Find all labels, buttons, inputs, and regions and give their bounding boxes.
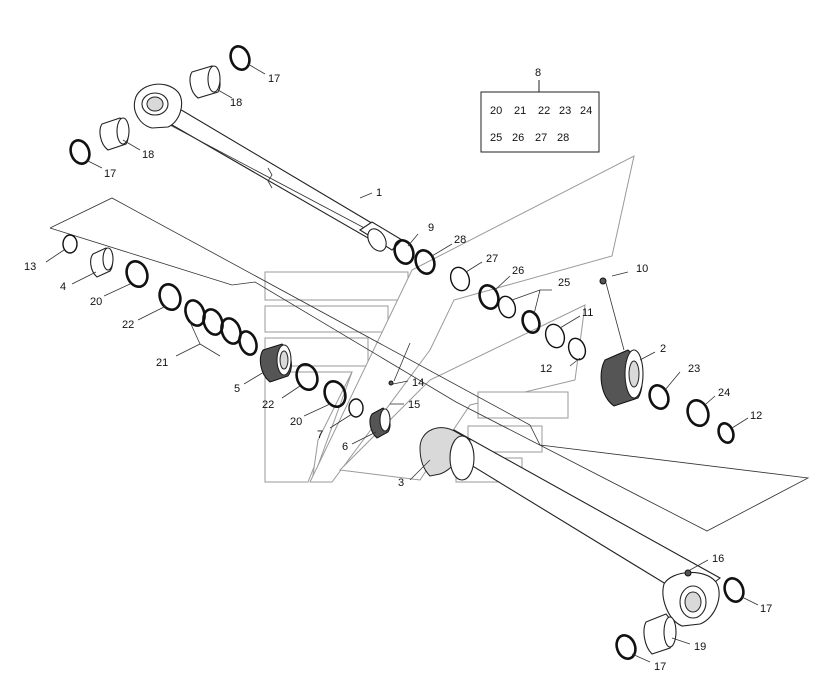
- seal-9: [393, 239, 415, 265]
- seal-kit-outline: [49, 197, 810, 532]
- callout-17b: 17: [104, 168, 116, 180]
- callout-4: 4: [60, 281, 66, 293]
- callout-28: 28: [454, 234, 466, 246]
- callout-6: 6: [342, 441, 348, 453]
- callout-18a: 18: [230, 97, 242, 109]
- callout-20a: 20: [90, 296, 102, 308]
- callout-26: 26: [512, 265, 524, 277]
- seal-23: [648, 384, 670, 410]
- callout-17d: 17: [654, 661, 666, 673]
- bushing-18-left: [99, 117, 130, 151]
- callout-13: 13: [24, 261, 36, 273]
- cylinder-tube: [419, 427, 721, 627]
- callout-15: 15: [408, 399, 420, 411]
- snap-ring-17-left: [69, 139, 91, 165]
- seal-21a: [184, 299, 206, 327]
- callout-10: 10: [636, 263, 648, 275]
- bushing-19: [643, 613, 677, 655]
- kit-box-8: [480, 80, 600, 153]
- seal-22-right: [295, 363, 319, 391]
- piston-rod: [133, 83, 403, 252]
- callout-27: 27: [486, 253, 498, 265]
- callout-17c: 17: [760, 603, 772, 615]
- callout-24: 24: [718, 387, 730, 399]
- callout-8: 8: [535, 67, 541, 79]
- callout-12a: 12: [540, 363, 552, 375]
- nut-6: [369, 407, 391, 439]
- seal-21d: [238, 330, 258, 356]
- seal-22-left: [158, 283, 182, 311]
- callout-7: 7: [317, 429, 323, 441]
- callout-17a: 17: [268, 73, 280, 85]
- seal-21c: [220, 317, 242, 345]
- leader-lines: [45, 63, 759, 663]
- ring-12-right: [717, 422, 735, 444]
- callout-18b: 18: [142, 149, 154, 161]
- kit-box-contents: 20 21 22 23 24 25 26 27 28: [490, 105, 592, 144]
- kit-item-20: 20: [490, 105, 502, 117]
- ring-12-left: [567, 337, 587, 361]
- callout-14: 14: [412, 377, 424, 389]
- callout-12b: 12: [750, 410, 762, 422]
- callout-22b: 22: [262, 399, 274, 411]
- pin-14: [388, 380, 394, 386]
- callout-5: 5: [234, 383, 240, 395]
- snap-ring-17-top: [229, 45, 251, 71]
- seal-25b: [521, 310, 541, 334]
- seal-28: [414, 249, 436, 275]
- callout-20b: 20: [290, 416, 302, 428]
- callout-19: 19: [694, 641, 706, 653]
- kit-item-21: 21: [514, 105, 526, 117]
- callout-11: 11: [582, 307, 593, 319]
- callout-22a: 22: [122, 319, 134, 331]
- kit-item-25: 25: [490, 132, 502, 144]
- ring-13: [62, 234, 78, 254]
- ring-7: [348, 398, 364, 418]
- callout-2: 2: [660, 343, 666, 355]
- kit-item-27: 27: [535, 132, 547, 144]
- seal-21b: [202, 308, 224, 336]
- callout-1: 1: [376, 187, 382, 199]
- seal-26: [478, 284, 500, 310]
- callout-21: 21: [156, 357, 168, 369]
- kit-item-23: 23: [559, 105, 571, 117]
- snap-ring-17-bottom-right: [723, 577, 745, 603]
- bolt-10: [599, 277, 607, 285]
- callout-labels: 1 2 3 4 5 6 7 8 9 10 11 12 12 13 14 15 1…: [24, 67, 772, 673]
- seal-20-right: [323, 380, 347, 408]
- bushing-18-top: [189, 65, 221, 99]
- seal-27: [449, 266, 471, 292]
- kit-item-26: 26: [512, 132, 524, 144]
- seal-20-left: [125, 260, 149, 288]
- callout-16: 16: [712, 553, 724, 565]
- bushing-11: [544, 323, 566, 349]
- kit-item-24: 24: [580, 105, 592, 117]
- gland-2: [600, 349, 644, 407]
- callout-25: 25: [558, 277, 570, 289]
- seal-24: [686, 399, 710, 427]
- kit-item-28: 28: [557, 132, 569, 144]
- callout-3: 3: [398, 477, 404, 489]
- piston-head-5: [259, 343, 292, 383]
- seal-25a: [497, 295, 517, 319]
- callout-23: 23: [688, 363, 700, 375]
- callout-9: 9: [428, 222, 434, 234]
- snap-ring-17-bottom-left: [615, 634, 637, 660]
- bushing-4: [90, 247, 114, 278]
- kit-item-22: 22: [538, 105, 550, 117]
